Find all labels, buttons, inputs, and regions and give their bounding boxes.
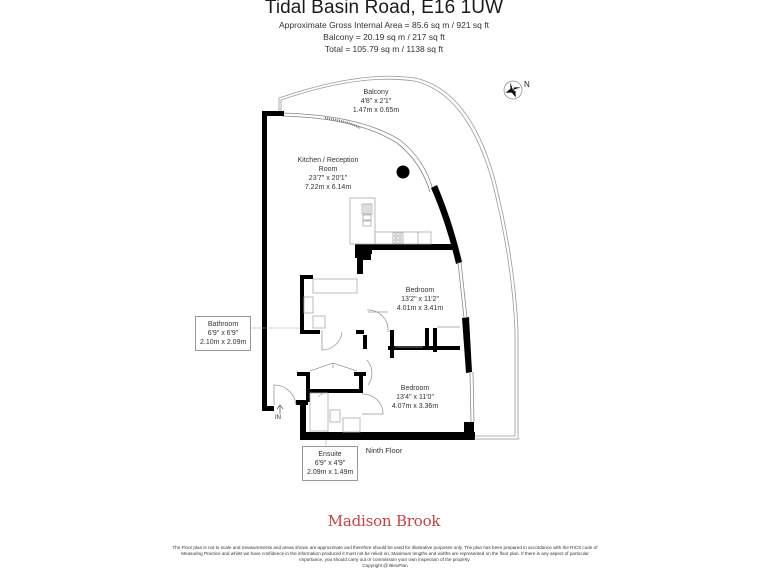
ensuite-fittings	[309, 392, 361, 433]
glazing-curve	[281, 112, 434, 193]
room-label-ensuite: Ensuite 6'9" x 4'9" 2.09m x 1.49m	[302, 446, 358, 481]
entrance-arrow-icon	[276, 404, 284, 414]
disclaimer: The Floor plan is not to scale and measu…	[170, 545, 600, 569]
copyright-text: Copyright @ BleuPlan	[362, 563, 408, 568]
doors	[273, 309, 460, 415]
gross-internal-area: Approximate Gross Internal Area = 85.6 s…	[278, 20, 489, 30]
total-area: Total = 105.79 sq m / 1138 sq ft	[324, 44, 444, 54]
kitchen-units	[349, 197, 432, 245]
brand-logo: Madison Brook	[327, 512, 441, 530]
room-label-bedroom-2: Bedroom 13'4" x 11'0" 4.07m x 3.36m	[391, 385, 439, 410]
room-label-bedroom-1: Bedroom 13'2" x 11'2" 4.01m x 3.41m	[396, 287, 444, 312]
room-label-bathroom: Bathroom 6'9" x 6'9" 2.10m x 2.09m	[195, 316, 251, 351]
balcony-area: Balcony = 20.19 sq m / 217 sq ft	[323, 32, 445, 42]
property-title: Tidal Basin Road, E16 1UW	[264, 0, 504, 18]
disclaimer-text: The Floor plan is not to scale and measu…	[172, 545, 598, 562]
room-label-kitchen-reception: Kitchen / Reception Room 23'7" x 20'1" 7…	[297, 157, 359, 191]
structural-column	[396, 165, 410, 179]
compass-north-label: N	[524, 80, 530, 89]
header: Tidal Basin Road, E16 1UW Approximate Gr…	[0, 0, 768, 55]
walls	[262, 111, 475, 440]
balcony-outline	[278, 75, 519, 440]
entrance-label: IN	[275, 415, 281, 421]
floor-label: Ninth Floor	[365, 446, 403, 455]
room-label-balcony: Balcony 4'8" x 2'1" 1.47m x 0.65m	[352, 89, 400, 114]
bathroom-fittings	[303, 278, 358, 329]
compass-rose-icon	[503, 80, 523, 100]
